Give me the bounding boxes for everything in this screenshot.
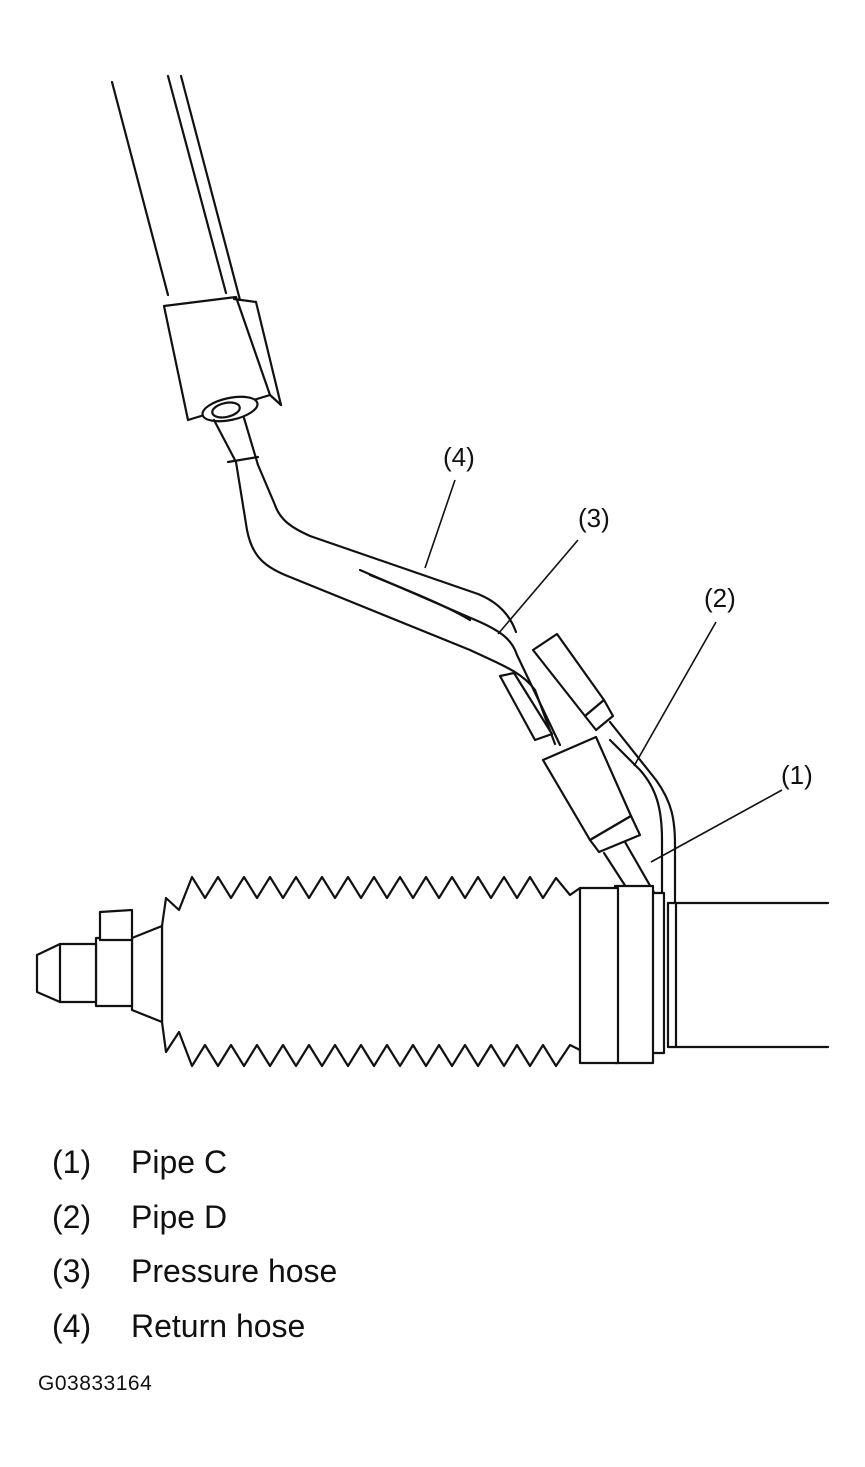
callout-3: (3) [578, 503, 610, 533]
return-hose [212, 416, 557, 746]
upper-hoses [110, 74, 242, 302]
legend-number: (1) [52, 1144, 92, 1180]
upper-flare-nut [531, 632, 615, 732]
tie-rod-end [35, 908, 164, 1024]
gearbox-housing [578, 884, 830, 1065]
hose-end-fitting [162, 295, 283, 423]
legend-item: (3) Pressure hose [52, 1251, 337, 1306]
legend-number: (3) [52, 1253, 92, 1289]
pressure-hose [358, 568, 562, 747]
parts-legend: (1) Pipe C (2) Pipe D (3) Pressure hose … [52, 1142, 337, 1360]
legend-item: (4) Return hose [52, 1306, 337, 1361]
callout-leaders [424, 479, 783, 863]
callout-2: (2) [704, 583, 736, 613]
callout-1: (1) [781, 760, 813, 790]
legend-item: (2) Pipe D [52, 1197, 337, 1252]
steering-gearbox-hose-diagram: (4) (3) (2) (1) [35, 74, 830, 1068]
legend-label: Pipe C [131, 1144, 228, 1180]
lower-flare-nut [498, 671, 642, 854]
legend-label: Pipe D [131, 1198, 228, 1235]
legend-item: (1) Pipe C [52, 1142, 337, 1197]
legend-number: (4) [52, 1307, 92, 1344]
legend-label: Return hose [131, 1307, 306, 1344]
legend-number: (2) [52, 1198, 92, 1235]
legend-label: Pressure hose [131, 1253, 338, 1289]
figure-id: G03833164 [38, 1372, 153, 1395]
rubber-boot [160, 875, 582, 1068]
callout-4: (4) [443, 442, 475, 472]
